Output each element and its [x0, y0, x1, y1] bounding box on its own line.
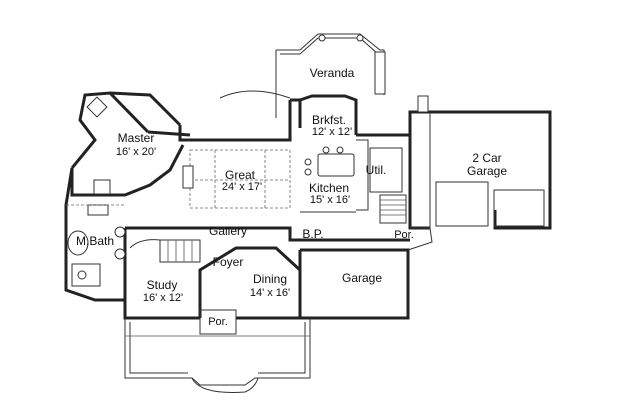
- room-gallery-name: Gallery: [209, 224, 247, 238]
- room-great-dims: 24' x 17': [222, 181, 262, 193]
- room-mbath-name: M.Bath: [76, 234, 114, 248]
- room-veranda-name: Veranda: [310, 66, 355, 80]
- stairs-foyer: [129, 239, 201, 263]
- room-kitchen-name: Kitchen: [309, 181, 349, 195]
- stairs-rear: [379, 194, 407, 224]
- room-study-name: Study: [147, 278, 178, 292]
- tub-icon: [67, 230, 89, 256]
- room-brkfst-dims: 12' x 12': [312, 126, 352, 138]
- room-master-name: Master: [118, 131, 155, 145]
- room-util-name: Util.: [366, 163, 387, 177]
- room-study-dims: 16' x 12': [143, 292, 183, 304]
- room-labels: Veranda Brkfst. 12' x 12' Master 16' x 2…: [76, 66, 507, 328]
- room-garage-name: Garage: [342, 271, 382, 285]
- kitchen-island: [317, 153, 355, 177]
- room-por-front-name: Por.: [208, 316, 228, 328]
- room-bp-name: B.P.: [302, 227, 323, 241]
- interior-detail: [66, 33, 545, 393]
- room-master-dims: 16' x 20': [116, 146, 156, 158]
- room-garage2-dims: Garage: [467, 164, 507, 178]
- room-dining-name: Dining: [253, 272, 287, 286]
- room-foyer-name: Foyer: [213, 255, 244, 269]
- fireplace-icon: [182, 165, 194, 189]
- room-great-name: Great: [225, 168, 256, 182]
- room-por-right-name: Por.: [394, 229, 414, 241]
- room-garage2-name: 2 Car: [472, 151, 501, 165]
- exterior-walls: [64, 91, 552, 320]
- room-dining-dims: 14' x 16': [250, 287, 290, 299]
- grill-icon: [374, 51, 386, 95]
- room-kitchen-dims: 15' x 16': [310, 194, 350, 206]
- room-brkfst-name: Brkfst.: [312, 113, 346, 127]
